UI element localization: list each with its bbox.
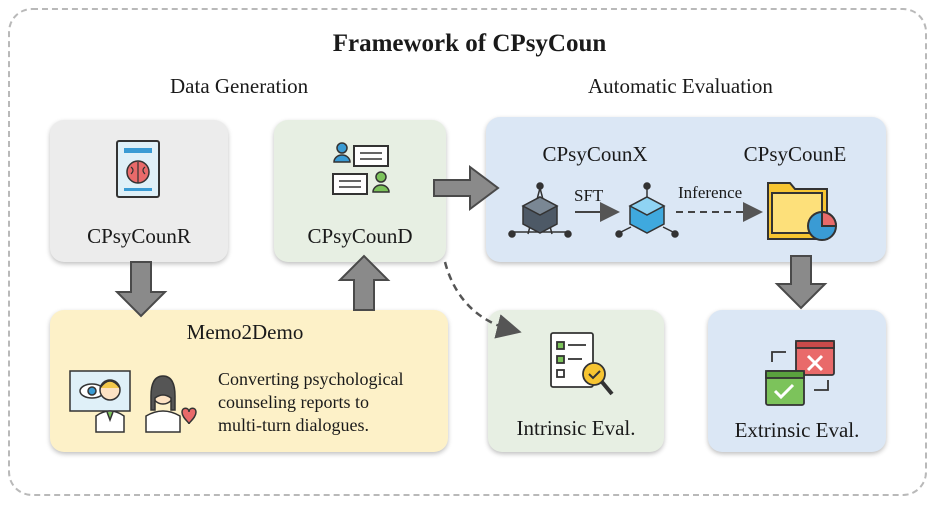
desc-line: counseling reports to <box>218 392 369 412</box>
cpsycounx-label: CPsyCounX <box>542 142 648 166</box>
inference-label: Inference <box>678 183 743 202</box>
desc-line: Converting psychological <box>218 369 404 389</box>
section-data-generation: Data Generation <box>170 74 309 98</box>
desc-line: multi-turn dialogues. <box>218 415 369 435</box>
arrow-memo-to-d <box>337 254 391 311</box>
cpsycounr-label: CPsyCounR <box>87 224 191 248</box>
diagram-title: Framework of CPsyCoun <box>332 30 607 57</box>
cpsycoune-label: CPsyCounE <box>743 142 847 166</box>
checklist-search-icon <box>550 332 614 396</box>
arrow-r-to-memo <box>114 261 168 318</box>
browser-check-icon <box>765 340 835 406</box>
arrow-d-to-x <box>433 165 500 211</box>
model-cube-icon <box>615 182 679 238</box>
cpsycound-label: CPsyCounD <box>307 224 413 248</box>
arrow-d-to-intrinsic <box>443 261 522 339</box>
outer-frame <box>8 8 927 496</box>
folder-chart-icon <box>767 182 838 241</box>
extrinsic-eval-label: Extrinsic Eval. <box>734 418 860 442</box>
section-automatic-evaluation: Automatic Evaluation <box>588 74 773 98</box>
memo2demo-description: Converting psychological counseling repo… <box>218 368 443 437</box>
memo2demo-label: Memo2Demo <box>186 320 304 344</box>
counselor-persons-icon <box>69 370 197 433</box>
brain-report-icon <box>116 140 160 198</box>
sft-label: SFT <box>574 186 604 205</box>
model-cube-icon <box>508 182 572 238</box>
arrow-e-to-extrinsic <box>774 255 828 310</box>
chat-dialogue-icon <box>332 142 390 195</box>
intrinsic-eval-label: Intrinsic Eval. <box>516 416 636 440</box>
